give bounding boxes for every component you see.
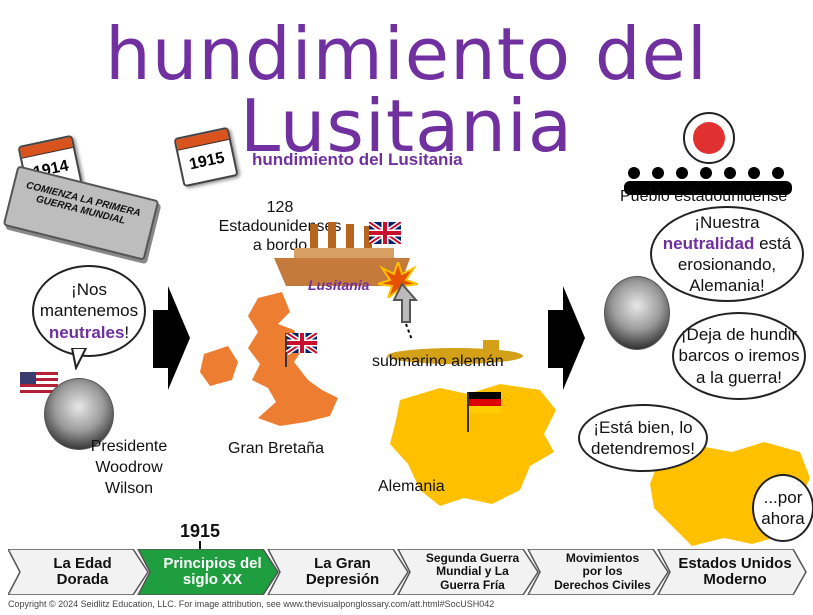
wilson-portrait-avatar [44, 378, 114, 450]
timeline-year: 1915 [180, 521, 221, 541]
timeline-item-line: Moderno [703, 571, 767, 588]
wilson-label-line2: Woodrow [95, 458, 163, 476]
germany-aside-bubble: ...por ahora [752, 474, 813, 542]
wilson-bubble-end: ! [124, 322, 130, 342]
public-speech-bubble: ¡Nuestra neutralidad está erosionando, A… [650, 206, 804, 302]
timeline-item-line: Movimientos [565, 551, 640, 566]
timeline-marker [199, 541, 201, 551]
wilson-bubble-line2: mantenemos [39, 301, 139, 321]
wilson-label: Presidente Woodrow Wilson [84, 437, 174, 499]
wilson-portrait-2-avatar [604, 276, 670, 350]
arrow-right-2-icon [548, 310, 564, 368]
timeline-item-line: Derechos Civiles [554, 577, 651, 592]
timeline-item-line: Principios del [163, 554, 262, 572]
germany-speech-bubble: ¡Está bien, lo detendremos! [578, 404, 708, 472]
wilson-warning-bubble: ¡Deja de hundir barcos o iremos a la gue… [672, 312, 806, 400]
timeline-shape-2 [267, 549, 409, 595]
arrow-right-2-head-icon [563, 286, 585, 390]
timeline-shape-4 [527, 549, 669, 595]
timeline-shape-1 [137, 549, 279, 595]
wilson-bubble-line1: ¡Nos [71, 280, 107, 300]
public-bubble-line3: erosionando, [677, 255, 777, 274]
copyright-text: Copyright © 2024 Seidlitz Education, LLC… [8, 599, 495, 609]
uk-flag-icon [369, 222, 401, 244]
germany-bubble-line2: detendremos! [591, 439, 695, 458]
timeline-item-line: Guerra Fría [440, 577, 505, 592]
timeline-item-line: La Gran [314, 554, 371, 572]
timeline-item-line: por los [582, 564, 623, 579]
wilson-label-line1: Presidente [90, 438, 168, 455]
timeline-item-line: Segunda Guerra [425, 551, 520, 566]
public-bubble-line4: Alemania! [689, 276, 765, 296]
lusitania-ship-icon [274, 222, 410, 286]
public-label: Pueblo estadounidense [620, 188, 788, 205]
arrow-right-head-icon [168, 286, 190, 390]
submarine-icon [387, 340, 523, 364]
timeline-item-line: siglo XX [182, 571, 243, 588]
crowd-icon [624, 167, 792, 195]
timeline-item-line: Estados Unidos [678, 554, 792, 572]
germany-label: Alemania [378, 478, 445, 495]
angry-face-bubble [683, 112, 735, 164]
germany-bubble2-line2: ahora [761, 509, 805, 528]
timeline-shape-0 [8, 549, 149, 595]
event-heading: hundimiento del Lusitania [252, 150, 463, 169]
newspaper-headline: COMIENZA LA PRIMERA GUERRA MUNDIAL [24, 180, 142, 227]
wilson-bubble-tail [70, 348, 88, 370]
uk-flag-map-icon [285, 333, 317, 367]
torpedo-icon [392, 282, 419, 341]
wilson2-bubble-line3: a la guerra! [696, 367, 782, 387]
germany-bubble2-line1: ...por [763, 487, 803, 507]
public-bubble-highlight: neutralidad [662, 233, 755, 253]
public-bubble-line2: está [754, 233, 792, 253]
great-britain-label: Gran Bretaña [228, 440, 325, 457]
timeline-shapes [8, 549, 807, 595]
wilson2-bubble-line2: barcos o iremos [678, 346, 800, 366]
timeline-item-line: Dorada [56, 571, 109, 588]
angry-face-icon [693, 122, 725, 154]
german-flag-icon [467, 392, 501, 432]
calendar-1915-year: 1915 [187, 149, 227, 174]
arrow-right-icon [153, 310, 169, 368]
timeline-item-line: La Edad [53, 554, 112, 572]
calendar-1915-icon: 1915 [173, 126, 239, 188]
public-bubble-line1: ¡Nuestra [694, 212, 760, 232]
germany-bubble-line1: ¡Está bien, lo [593, 417, 693, 437]
timeline-item-line: Mundial y La [436, 564, 509, 579]
wilson-label-line3: Wilson [104, 479, 153, 497]
great-britain-map [200, 292, 338, 426]
page-title: hundimiento del Lusitania [105, 12, 708, 168]
wilson2-bubble-line1: ¡Deja de hundir [680, 325, 798, 345]
wilson-bubble-highlight: neutrales [48, 322, 125, 342]
ship-passengers-line2: a bordo [252, 237, 308, 255]
timeline-shape-5 [657, 549, 807, 595]
germany-map [390, 384, 556, 506]
submarine-label: submarino alemán [372, 353, 504, 370]
timeline-shape-3 [397, 549, 539, 595]
wilson-speech-bubble: ¡Nos mantenemos neutrales! [32, 265, 146, 357]
timeline-item-line: Depresión [305, 571, 380, 588]
ship-name-label: Lusitania [308, 277, 370, 293]
